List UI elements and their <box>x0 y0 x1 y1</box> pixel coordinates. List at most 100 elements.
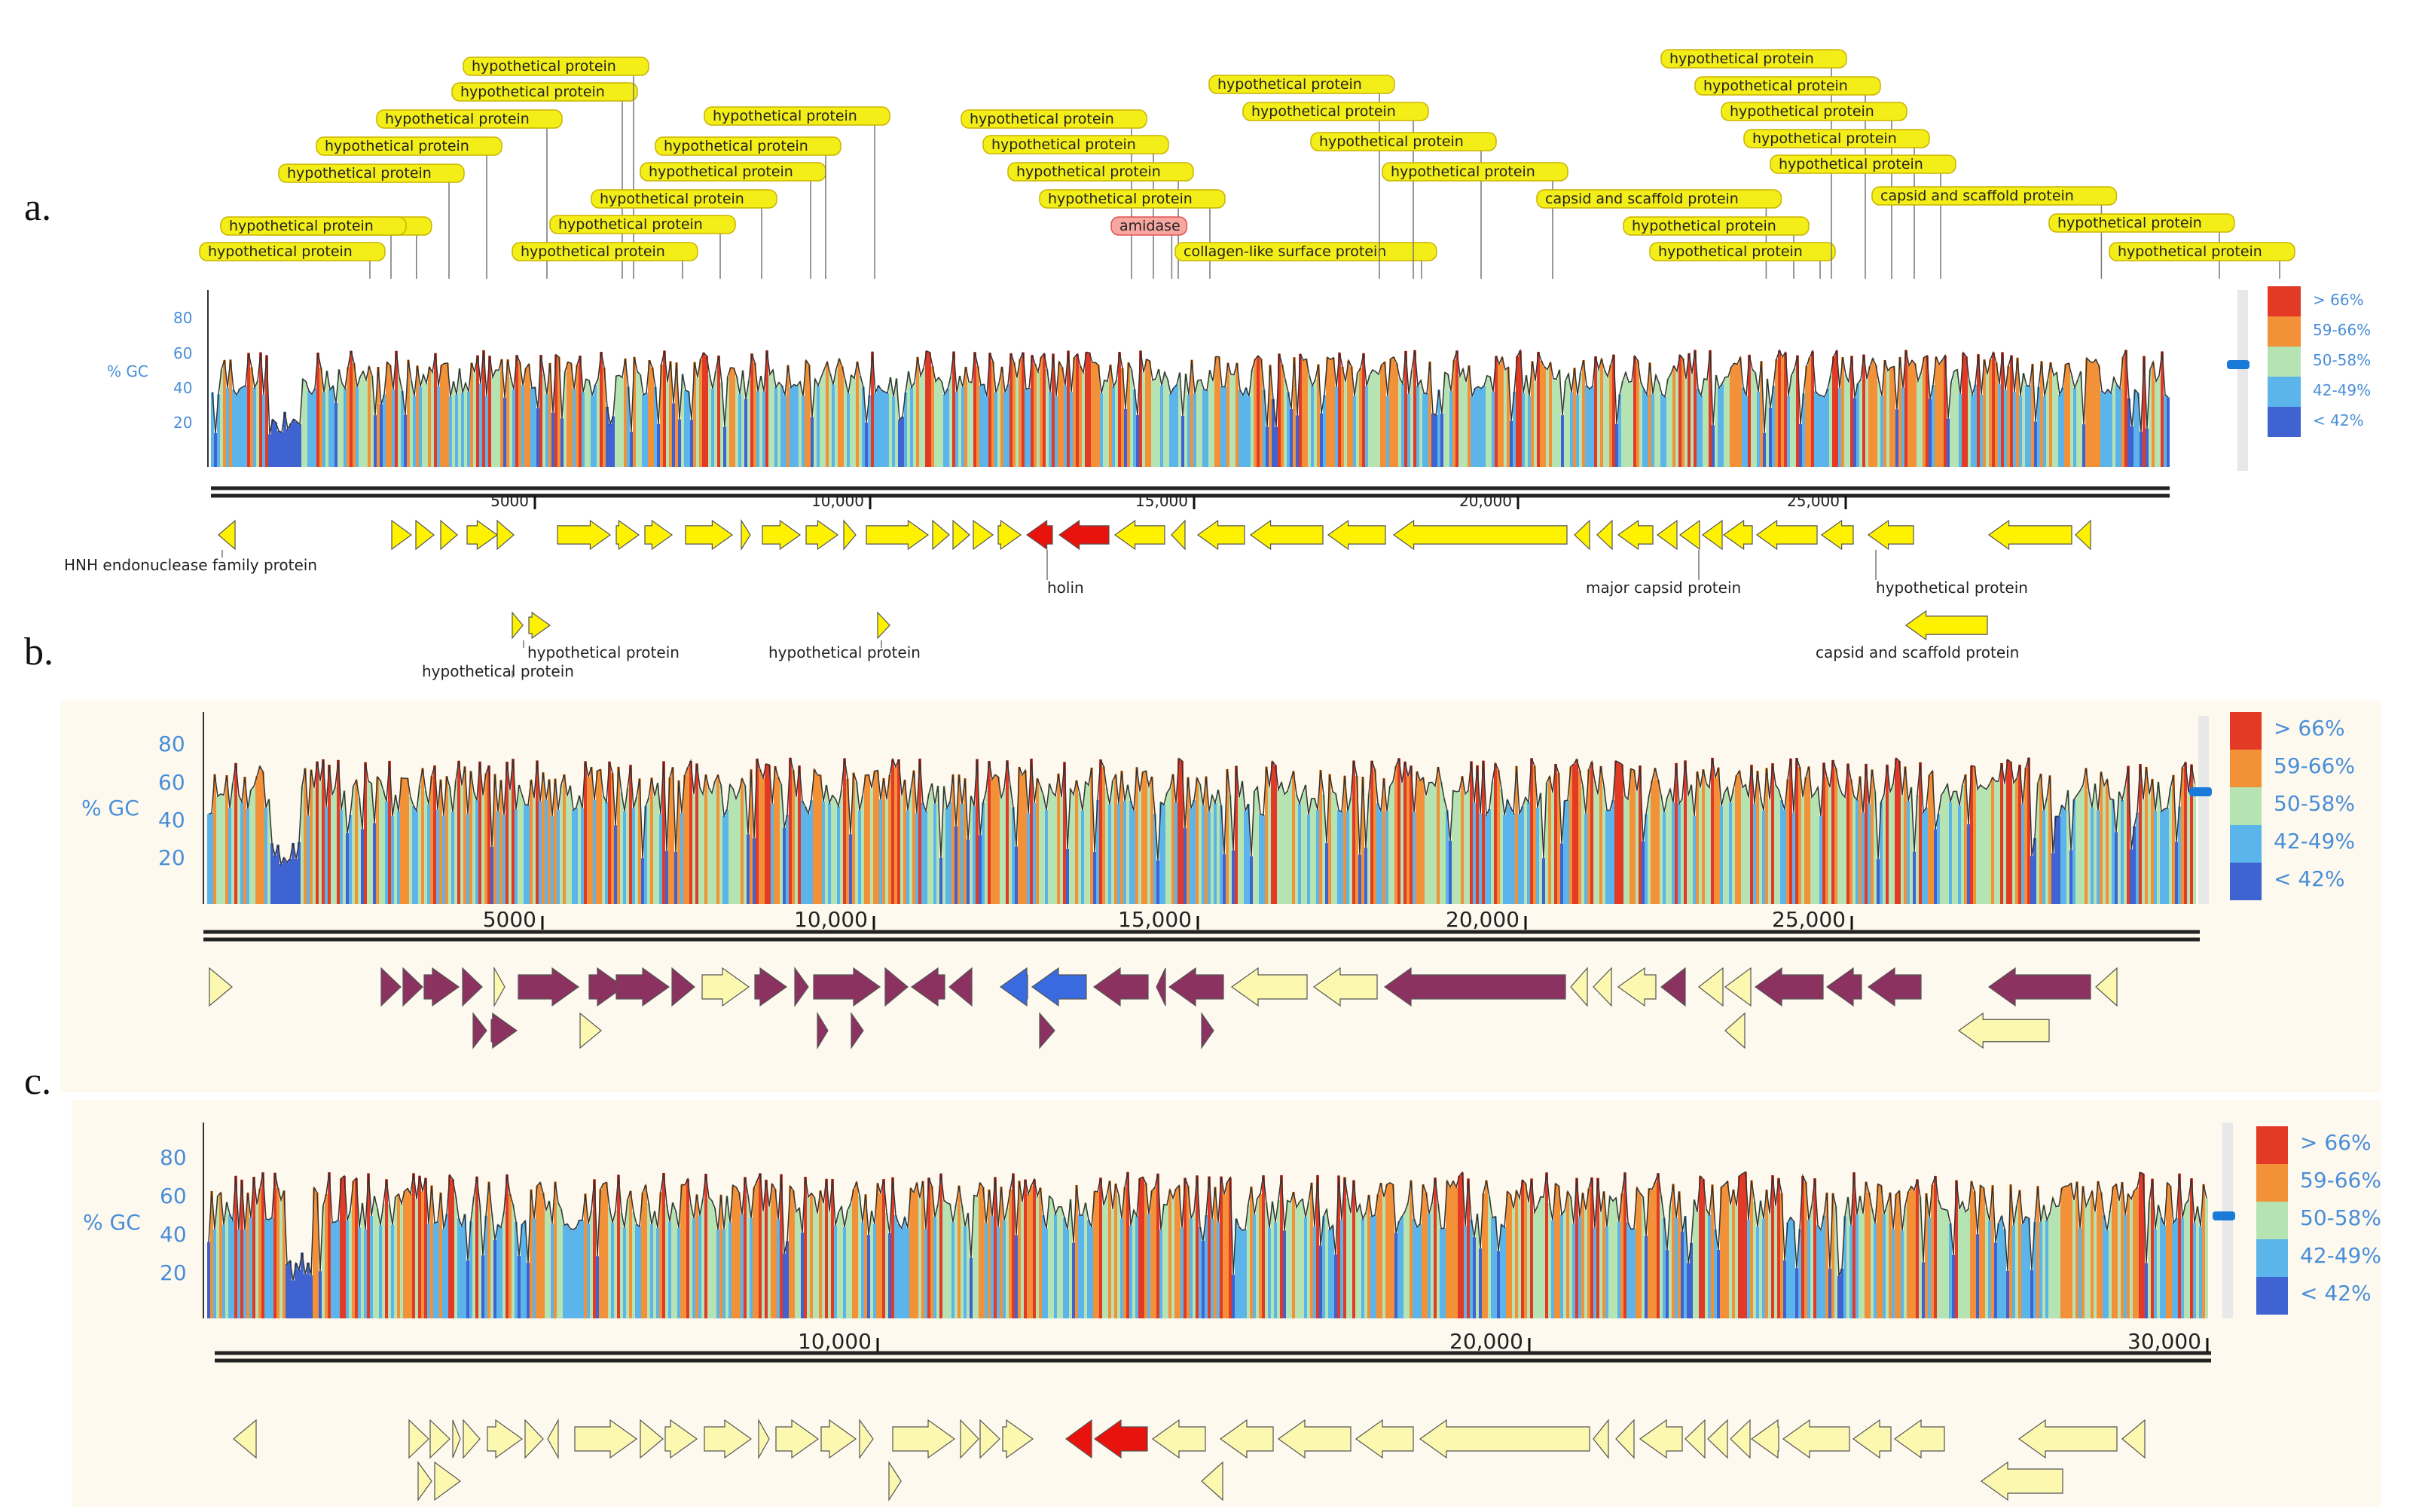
zoom-slider-track[interactable] <box>2237 290 2248 471</box>
gc-window-bar <box>340 809 343 904</box>
gc-window-bar <box>1594 356 1597 467</box>
gc-window-bar <box>1934 829 1937 904</box>
gc-window-bar <box>1371 369 1374 467</box>
gc-window-bar <box>222 1224 225 1318</box>
gc-window-bar <box>1452 359 1455 467</box>
gc-window-bar <box>945 808 948 904</box>
gc-window-bar <box>1150 776 1153 904</box>
gc-window-bar <box>2151 1178 2154 1318</box>
gc-window-bar <box>862 386 865 467</box>
feature-label-box <box>591 189 777 209</box>
gc-window-bar <box>1473 802 1476 904</box>
gc-window-bar <box>1271 761 1274 904</box>
gc-window-bar <box>1762 1218 1765 1318</box>
gc-window-bar <box>313 388 316 467</box>
gc-window-bar <box>1997 1223 2000 1318</box>
feature-label-box <box>961 109 1147 129</box>
gc-window-bar <box>1895 1194 1898 1318</box>
gene-arrow-reverse <box>1355 1419 1414 1459</box>
gc-window-bar <box>1066 849 1069 904</box>
gc-window-bar <box>542 1193 545 1318</box>
gc-window-bar <box>1747 797 1750 904</box>
gc-window-bar <box>1712 425 1715 467</box>
gc-window-bar <box>226 387 229 467</box>
gc-window-bar <box>663 350 666 467</box>
gc-window-bar <box>557 357 560 467</box>
gc-window-bar <box>2075 1181 2078 1318</box>
gc-window-bar <box>1660 795 1663 904</box>
gc-window-bar <box>1892 1229 1895 1318</box>
zoom-slider-handle[interactable] <box>2189 787 2212 796</box>
gc-window-bar <box>1046 369 1049 467</box>
gc-window-bar <box>1269 365 1272 467</box>
gc-window-bar <box>539 801 542 904</box>
gc-window-bar <box>1425 795 1428 904</box>
gc-window-bar <box>606 407 609 467</box>
gc-window-bar <box>1699 1176 1702 1318</box>
gc-window-bar <box>1169 393 1172 467</box>
panel-c: % GC 80 60 40 20 > 66%59-66%50-58%42-49%… <box>72 1100 2381 1507</box>
gc-window-bar <box>930 783 933 904</box>
gc-window-bar <box>943 394 946 467</box>
gc-window-bar <box>1617 1221 1620 1318</box>
gc-window-bar <box>1913 851 1916 904</box>
gc-window-bar <box>527 1263 530 1318</box>
gc-window-bar <box>1575 759 1578 904</box>
gc-window-bar <box>1540 360 1543 467</box>
zoom-slider-handle[interactable] <box>2213 1211 2235 1220</box>
gc-window-bar <box>1346 811 1349 904</box>
gc-window-bar <box>1232 1275 1235 1318</box>
gc-window-bar <box>454 1196 457 1318</box>
gc-window-bar <box>630 432 633 467</box>
gc-window-bar <box>1076 353 1079 467</box>
gc-window-bar <box>864 1194 867 1318</box>
gc-window-bar <box>457 1218 460 1318</box>
gc-window-bar <box>2079 371 2082 467</box>
gene-arrow-forward <box>415 519 435 551</box>
gc-window-bar <box>1416 385 1419 467</box>
gc-window-bar <box>1187 777 1190 904</box>
gc-window-bar <box>258 1188 261 1318</box>
gc-window-bar <box>1136 415 1139 467</box>
gc-window-bar <box>1768 799 1771 904</box>
gc-window-bar <box>1446 810 1449 904</box>
zoom-slider-handle[interactable] <box>2227 360 2250 369</box>
gc-window-bar <box>1084 781 1087 904</box>
gc-window-bar <box>1835 350 1838 467</box>
gc-window-bar <box>1223 854 1226 904</box>
gc-window-bar <box>1064 385 1067 467</box>
gc-window-bar <box>1735 775 1738 904</box>
gc-window-bar <box>2106 389 2109 467</box>
gc-window-bar <box>1700 396 1703 467</box>
gc-window-bar <box>948 1204 951 1318</box>
gc-window-bar <box>1391 1184 1394 1318</box>
gc-window-bar <box>265 355 268 467</box>
gc-window-bar <box>1503 814 1506 904</box>
gc-window-bar <box>976 759 979 904</box>
feature-label-box <box>1536 189 1782 209</box>
panel-a-letter: a. <box>24 186 52 229</box>
gc-window-bar <box>621 377 624 467</box>
gc-window-bar <box>1744 784 1747 904</box>
gc-window-bar <box>404 414 407 467</box>
gc-window-bar <box>1325 1209 1328 1318</box>
gc-window-bar <box>524 368 527 467</box>
gc-window-bar <box>1837 1275 1840 1318</box>
zoom-slider-track[interactable] <box>2198 716 2209 904</box>
gc-window-bar <box>1654 374 1657 467</box>
gc-window-bar <box>499 780 502 904</box>
gc-window-bar <box>2164 394 2167 467</box>
gc-window-bar <box>924 1229 927 1318</box>
gene-arrow-reverse <box>1383 967 1566 1007</box>
gc-window-bar <box>1732 1189 1735 1318</box>
gc-window-bar <box>1584 813 1587 904</box>
gc-window-bar <box>1560 1214 1563 1318</box>
legend-label: < 42% <box>2313 411 2364 429</box>
gc-window-bar <box>2051 1198 2054 1318</box>
gc-window-bar <box>1422 393 1425 467</box>
gc-window-bar <box>645 393 648 467</box>
gc-window-bar <box>2091 362 2094 467</box>
gc-window-bar <box>307 815 310 904</box>
gene-arrow-forward <box>817 1011 829 1050</box>
gc-window-bar <box>1115 380 1118 467</box>
